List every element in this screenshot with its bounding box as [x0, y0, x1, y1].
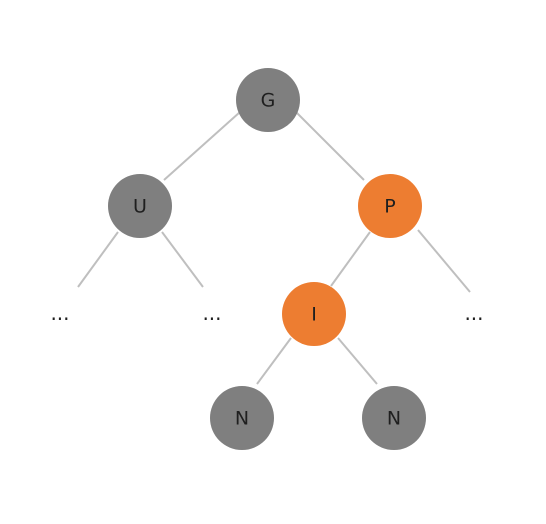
- ellipsis-u-right: ...: [202, 301, 221, 325]
- node-u-circle: [108, 174, 172, 238]
- edge-g-p: [295, 111, 365, 181]
- node-g-circle: [236, 68, 300, 132]
- node-i-label: I: [311, 304, 317, 326]
- node-n-right: N: [362, 386, 426, 450]
- edges: [77, 111, 471, 385]
- node-n-left-circle: [210, 386, 274, 450]
- edge-i-n-right: [337, 337, 378, 385]
- node-p-label: P: [384, 196, 395, 218]
- edge-u-right-dots: [161, 231, 204, 288]
- node-u: U: [108, 174, 172, 238]
- node-p-circle: [358, 174, 422, 238]
- node-i-circle: [282, 282, 346, 346]
- edge-p-right-dots: [417, 229, 471, 293]
- edge-i-n-left: [256, 337, 292, 385]
- edge-u-left-dots: [77, 231, 119, 288]
- node-n-right-circle: [362, 386, 426, 450]
- edge-g-u: [163, 111, 241, 181]
- edge-p-i: [330, 231, 371, 287]
- node-n-left: N: [210, 386, 274, 450]
- node-n-left-label: N: [235, 408, 249, 430]
- node-g: G: [236, 68, 300, 132]
- node-g-label: G: [261, 90, 276, 112]
- node-n-right-label: N: [387, 408, 401, 430]
- ellipsis-p-right: ...: [464, 301, 483, 325]
- node-p: P: [358, 174, 422, 238]
- node-i: I: [282, 282, 346, 346]
- node-u-label: U: [133, 196, 147, 218]
- ellipsis-u-left: ...: [50, 301, 69, 325]
